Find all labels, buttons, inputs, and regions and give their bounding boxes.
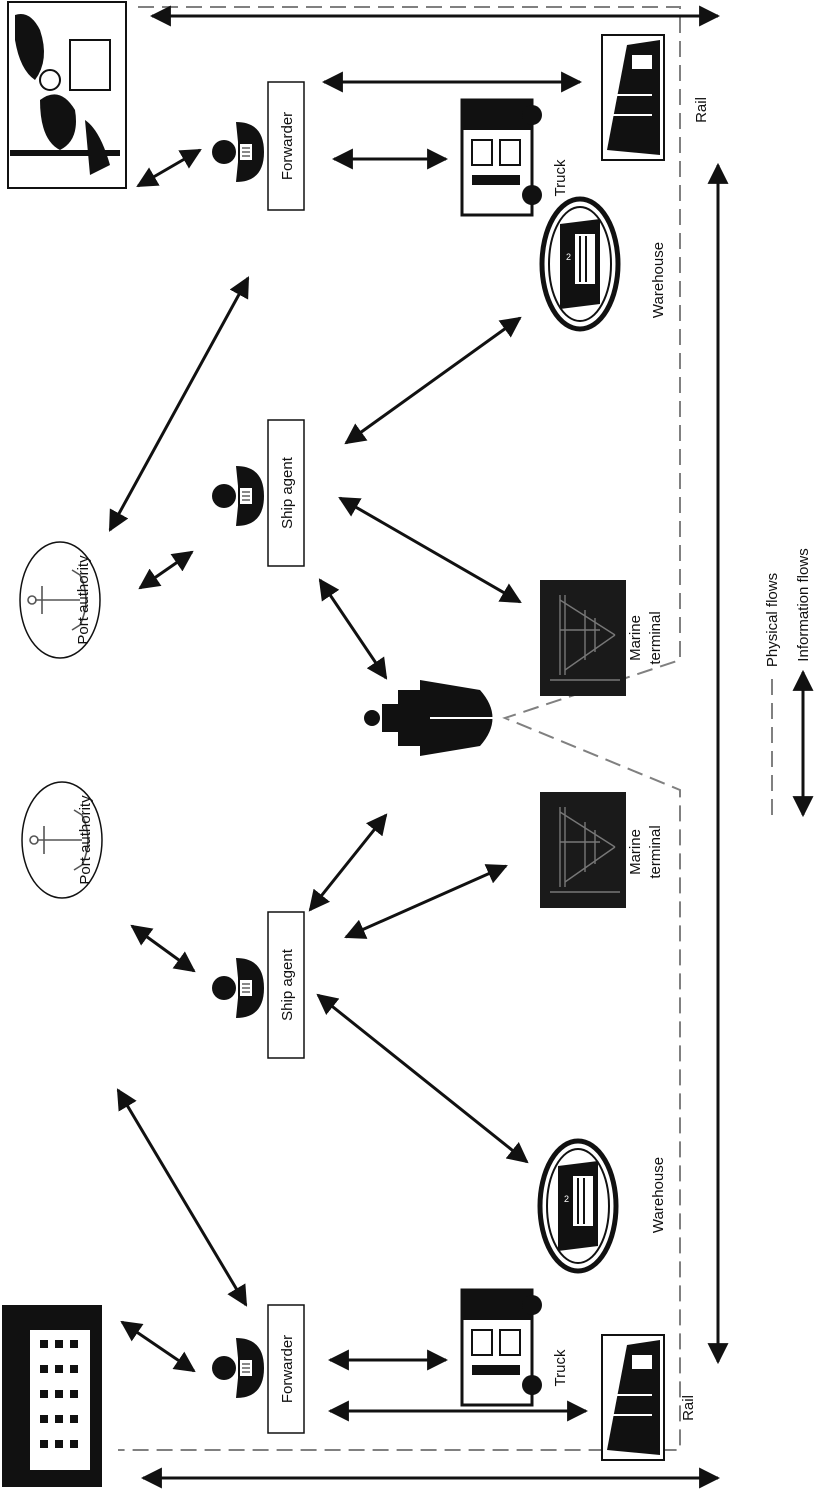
- ship-agent-node-top: Ship agent: [211, 419, 305, 567]
- marine-terminal-label-line1: Marine: [627, 615, 644, 661]
- truck-label: Truck: [552, 1349, 569, 1386]
- port-authority-label: Port authority: [77, 795, 94, 885]
- rail-label: Rail: [680, 1395, 697, 1421]
- truck-label: Truck: [552, 159, 569, 196]
- legend-physical-flows: Physical flows: [764, 573, 781, 667]
- forwarder-node-top: Forwarder: [211, 81, 305, 211]
- ship-icon: [364, 680, 500, 756]
- ship-agent-node-bottom: Ship agent: [211, 911, 305, 1059]
- warehouse-top: Warehouse: [542, 199, 667, 329]
- rail-top: Rail: [601, 34, 710, 161]
- truck-bottom: Truck: [460, 1288, 569, 1407]
- forwarder-node-bottom: Forwarder: [211, 1304, 305, 1434]
- marine-terminal-label-line1: Marine: [627, 829, 644, 875]
- ship-agent-label: Ship agent: [279, 456, 296, 529]
- port-authority-bottom: Port authority: [21, 781, 103, 899]
- factory-icon: [2, 1305, 102, 1487]
- rail-label: Rail: [693, 97, 710, 123]
- legend: Physical flows Information flows: [764, 548, 814, 818]
- marine-terminal-bottom: Marine terminal: [539, 791, 664, 909]
- forwarder-label: Forwarder: [279, 1335, 296, 1403]
- forwarder-label: Forwarder: [279, 112, 296, 180]
- port-authority-label: Port authority: [75, 555, 92, 645]
- information-flow-arrows: [108, 71, 589, 1422]
- port-authority-top: Port authority: [19, 541, 101, 659]
- warehouse-bottom: Warehouse: [540, 1141, 667, 1271]
- office-image-icon: [7, 1, 127, 189]
- warehouse-label: Warehouse: [650, 1157, 667, 1233]
- legend-information-flows: Information flows: [795, 548, 812, 661]
- ship-agent-label: Ship agent: [279, 948, 296, 1021]
- marine-terminal-top: Marine terminal: [539, 579, 664, 697]
- rail-bottom: Rail: [601, 1334, 697, 1461]
- ground-transport-arrows: [140, 5, 729, 1489]
- marine-terminal-label-line2: terminal: [647, 611, 664, 664]
- marine-terminal-label-line2: terminal: [647, 825, 664, 878]
- truck-top: Truck: [460, 98, 569, 217]
- warehouse-label: Warehouse: [650, 242, 667, 318]
